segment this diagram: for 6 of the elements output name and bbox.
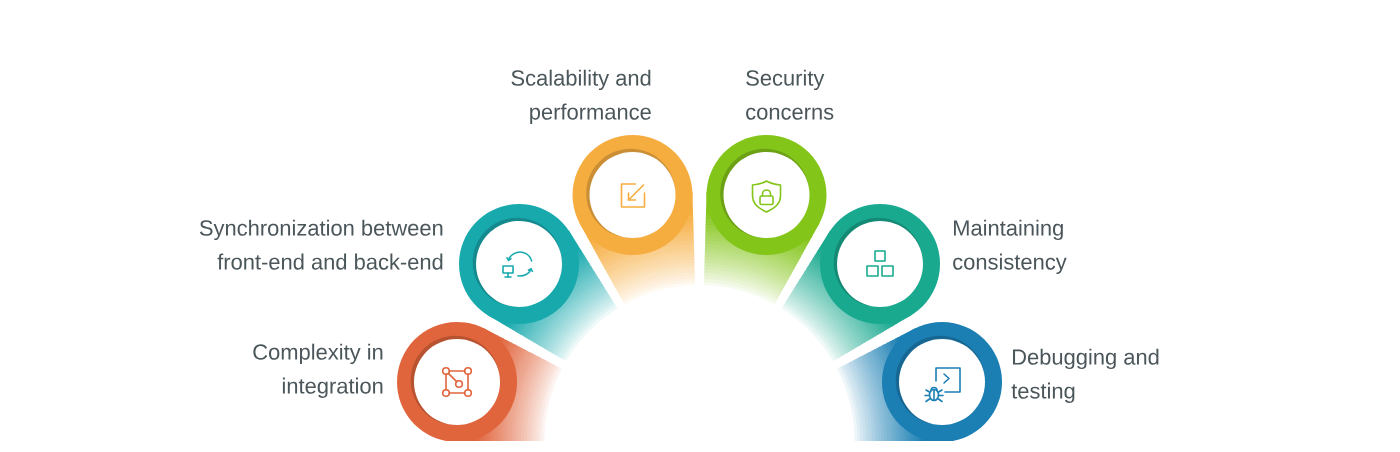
label: Synchronization between front-end and back-end xyxy=(199,219,443,270)
label: Debugging and testing xyxy=(1011,348,1159,403)
label: Security concerns xyxy=(746,69,834,120)
label: Maintaining consistency xyxy=(953,219,1067,274)
label: Complexity in integration xyxy=(253,343,383,398)
label: Scalability and performance xyxy=(511,69,651,124)
